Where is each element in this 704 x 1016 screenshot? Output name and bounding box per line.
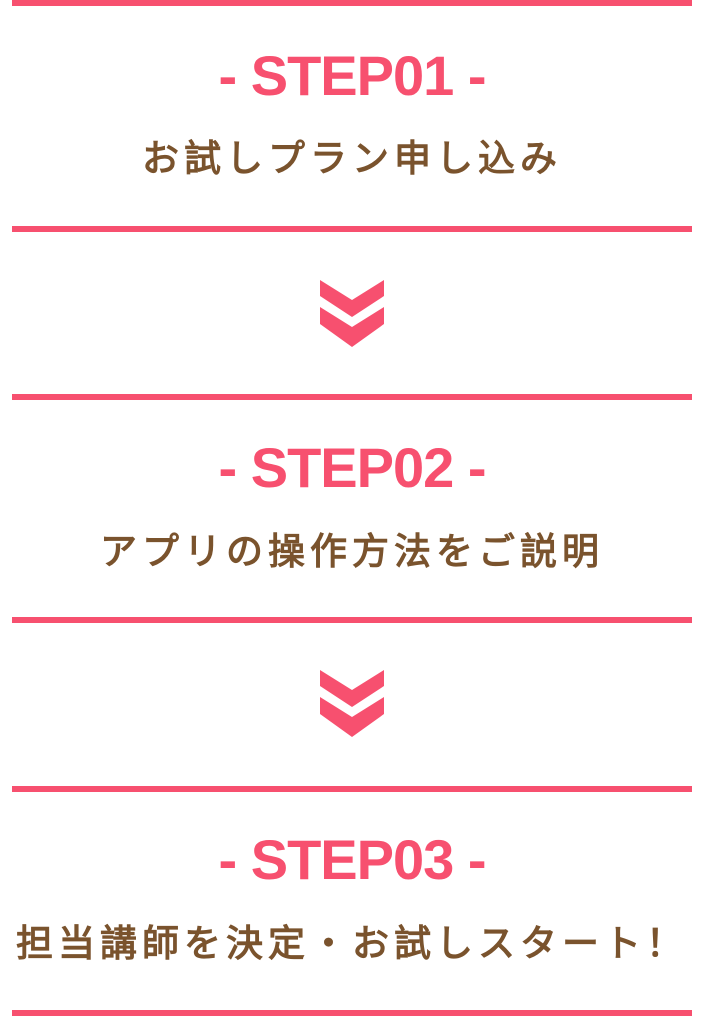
step-1-title: - STEP01 - bbox=[218, 44, 487, 107]
step-3-top-divider bbox=[12, 786, 692, 792]
step-1-top-divider bbox=[12, 0, 692, 6]
step-3-title: - STEP03 - bbox=[218, 828, 487, 891]
step-2-top-divider bbox=[12, 394, 692, 400]
double-chevron-down-icon bbox=[320, 280, 384, 348]
double-chevron-down-icon bbox=[320, 670, 384, 738]
step-1-bottom-divider bbox=[12, 226, 692, 232]
step-2-bottom-divider bbox=[12, 617, 692, 623]
step-3-bottom-divider bbox=[12, 1010, 692, 1016]
step-1-description: お試しプラン申し込み bbox=[142, 137, 562, 180]
step-2-description: アプリの操作方法をご説明 bbox=[100, 530, 604, 573]
step-3-description: 担当講師を決定・お試しスタート！ bbox=[16, 922, 688, 965]
step-2-title: - STEP02 - bbox=[218, 436, 487, 499]
